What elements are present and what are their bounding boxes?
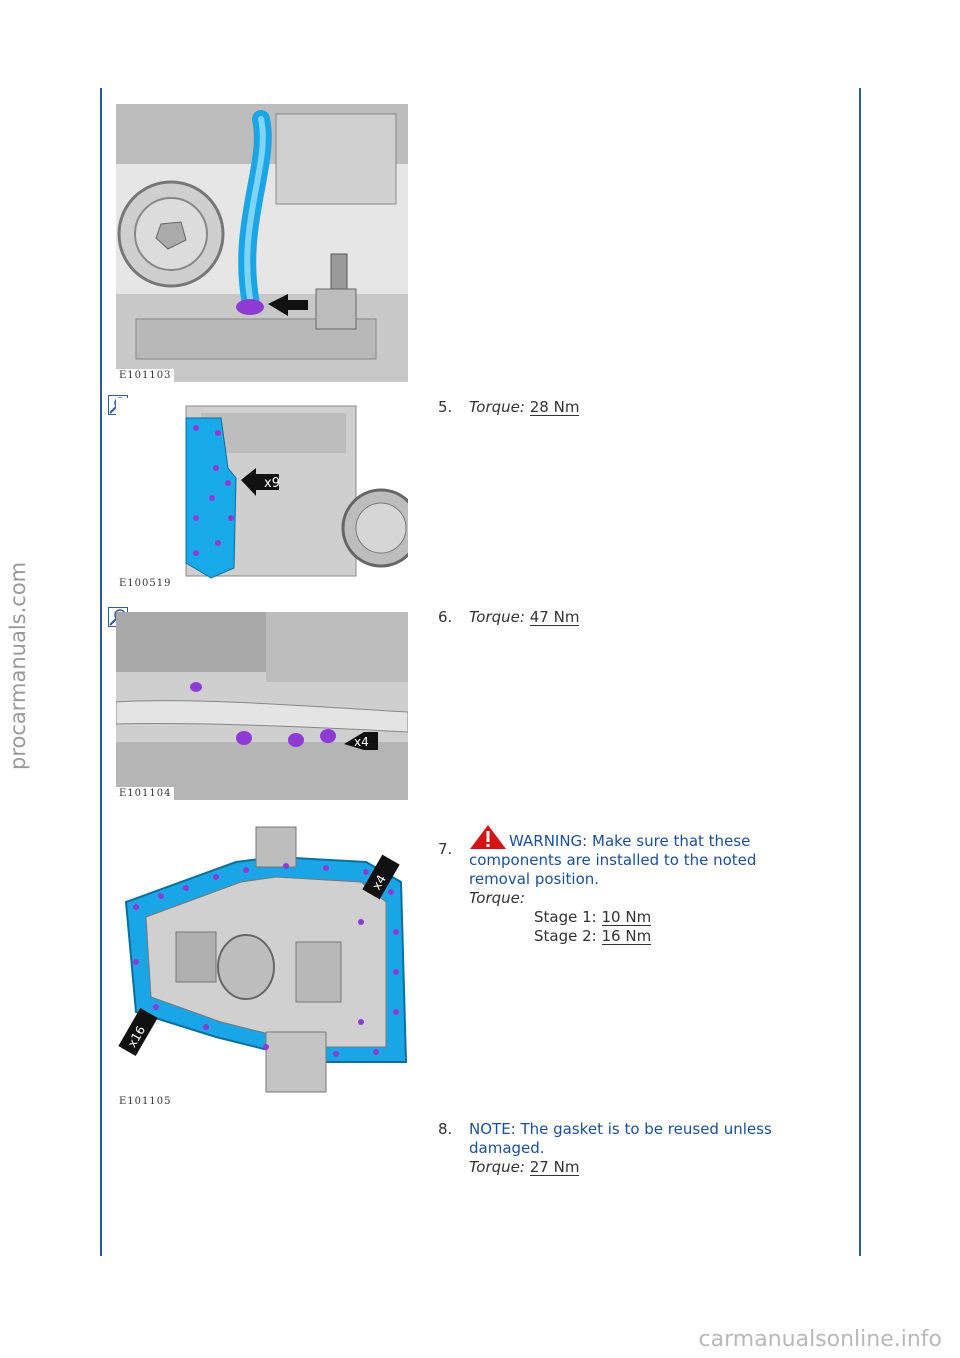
- torque-value[interactable]: 47 Nm: [529, 608, 580, 626]
- warning-triangle-icon: [469, 824, 507, 850]
- callout-x9: x9: [264, 476, 280, 491]
- step-number: 8.: [438, 1120, 453, 1138]
- stage-label: Stage 2:: [534, 927, 597, 945]
- figure-oil-pan-gasket: x4 x16 E101105: [116, 822, 408, 1108]
- torque-value[interactable]: 27 Nm: [529, 1158, 580, 1176]
- callout-x4: x4: [354, 735, 369, 749]
- note-text: NOTE: The gasket is to be reused unless …: [469, 1120, 772, 1157]
- left-margin-rule: [100, 88, 102, 1256]
- figure-engine-front-cover: x9 E100519: [116, 398, 408, 590]
- torque-value[interactable]: 16 Nm: [601, 927, 652, 945]
- torque-value[interactable]: 10 Nm: [601, 908, 652, 926]
- step-8: 8. NOTE: The gasket is to be reused unle…: [438, 1120, 818, 1177]
- torque-stage-1: Stage 1: 10 Nm: [469, 908, 818, 927]
- torque-label: Torque:: [469, 1158, 525, 1176]
- step-7: 7. WARNING: Make sure that these compone…: [438, 822, 818, 946]
- figure-label: E100519: [116, 577, 175, 590]
- warning-text: WARNING: Make sure that these components…: [469, 832, 757, 888]
- step-5: 5. Torque: 28 Nm: [438, 398, 818, 417]
- step-number: 5.: [438, 398, 453, 416]
- right-margin-rule: [859, 88, 861, 1256]
- footer-watermark: carmanualsonline.info: [698, 1327, 942, 1352]
- torque-label: Torque:: [469, 608, 525, 626]
- stage-label: Stage 1:: [534, 908, 597, 926]
- callout-x4: x4: [369, 872, 388, 892]
- torque-value[interactable]: 28 Nm: [529, 398, 580, 416]
- torque-label: Torque:: [469, 889, 525, 907]
- torque-label: Torque:: [469, 398, 525, 416]
- torque-stage-2: Stage 2: 16 Nm: [469, 927, 818, 946]
- step-number: 7.: [438, 840, 453, 858]
- figure-label: E101104: [116, 787, 175, 800]
- figure-label: E101103: [116, 369, 175, 382]
- figure-engine-bolts: x4 E101104: [116, 612, 408, 800]
- side-watermark: procarmanuals.com: [6, 561, 30, 770]
- step-number: 6.: [438, 608, 453, 626]
- figure-oil-pipe: E101103: [116, 104, 408, 382]
- figure-label: E101105: [116, 1095, 175, 1108]
- step-6: 6. Torque: 47 Nm: [438, 608, 818, 627]
